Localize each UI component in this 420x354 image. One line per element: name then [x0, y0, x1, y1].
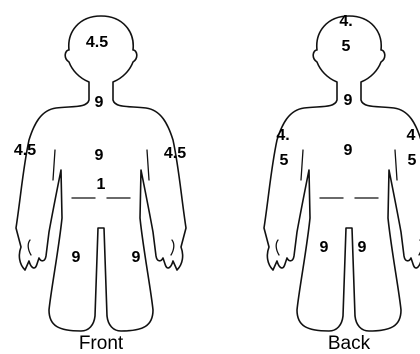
- back-figure: 4. 5 9 9 4. 5 4 5 9 9 Back: [264, 13, 420, 354]
- back-left-leg-value: 9: [320, 239, 329, 256]
- back-head-value-line2: 5: [342, 38, 351, 55]
- back-lower-value: 9: [344, 142, 353, 159]
- back-head-value-line1: 4.: [339, 13, 352, 30]
- front-left-leg-value: 9: [72, 249, 81, 266]
- front-caption: Front: [79, 333, 124, 354]
- back-upper-value: 9: [344, 92, 353, 109]
- front-left-arm-value: 4.5: [14, 142, 36, 159]
- front-body-outline: [16, 16, 186, 331]
- front-head-value: 4.5: [86, 34, 108, 51]
- back-left-arm-value-line2: 5: [280, 152, 289, 169]
- back-right-leg-value: 9: [358, 239, 367, 256]
- back-right-arm-value-line2: 5: [408, 152, 417, 169]
- front-figure: 4.5 9 9 1 4.5 4.5 9 9 Front: [14, 16, 186, 354]
- back-right-arm-value-line1: 4: [407, 127, 416, 144]
- back-left-arm-value-line1: 4.: [276, 127, 289, 144]
- front-abdomen-value: 9: [95, 147, 104, 164]
- front-right-leg-value: 9: [132, 249, 141, 266]
- front-chest-value: 9: [95, 94, 104, 111]
- front-groin-value: 1: [97, 176, 106, 193]
- back-caption: Back: [328, 333, 371, 354]
- front-right-arm-value: 4.5: [164, 145, 186, 162]
